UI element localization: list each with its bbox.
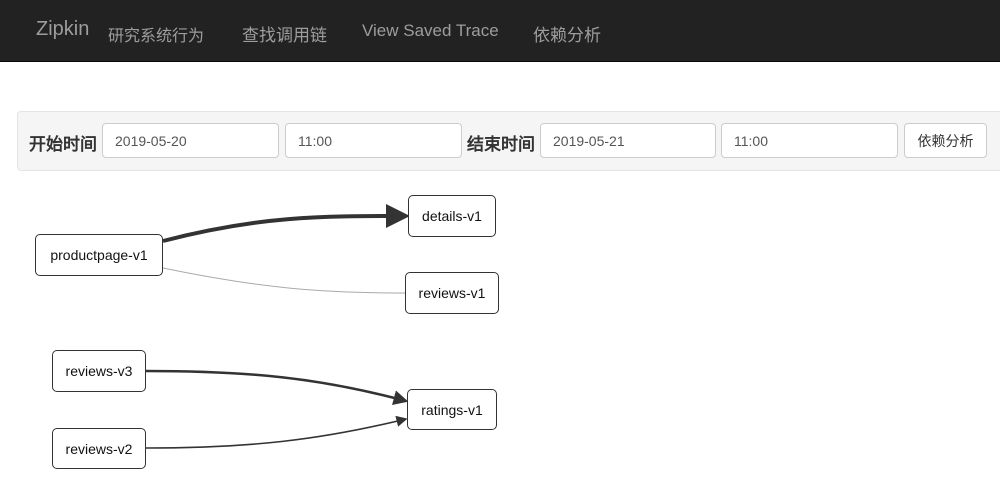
start-time-input[interactable] (285, 123, 462, 158)
top-navbar: Zipkin 研究系统行为 查找调用链 View Saved Trace 依赖分… (0, 0, 1000, 62)
node-reviews-v2[interactable]: reviews-v2 (52, 428, 146, 469)
nav-link-view-saved-trace[interactable]: View Saved Trace (362, 21, 499, 40)
node-productpage-v1[interactable]: productpage-v1 (35, 234, 163, 276)
start-date-input[interactable] (102, 123, 279, 158)
node-details-v1[interactable]: details-v1 (408, 195, 496, 237)
brand-subtitle: 研究系统行为 (108, 28, 205, 45)
edge-reviews-v3-ratings (145, 369, 409, 406)
nav-link-dependencies[interactable]: 依赖分析 (533, 26, 601, 45)
start-time-label: 开始时间 (29, 135, 97, 154)
edge-productpage-details (162, 204, 410, 243)
node-ratings-v1[interactable]: ratings-v1 (407, 389, 497, 430)
brand-logo[interactable]: Zipkin (36, 18, 90, 40)
node-reviews-v1[interactable]: reviews-v1 (405, 272, 499, 314)
edge-reviews-v2-ratings (145, 415, 408, 449)
nav-link-find-trace[interactable]: 查找调用链 (242, 26, 327, 45)
edge-productpage-reviews-v1 (162, 267, 406, 294)
analyze-dependencies-button[interactable]: 依赖分析 (904, 123, 987, 158)
end-time-label: 结束时间 (467, 135, 535, 154)
end-time-input[interactable] (721, 123, 898, 158)
node-reviews-v3[interactable]: reviews-v3 (52, 350, 146, 392)
end-date-input[interactable] (540, 123, 716, 158)
